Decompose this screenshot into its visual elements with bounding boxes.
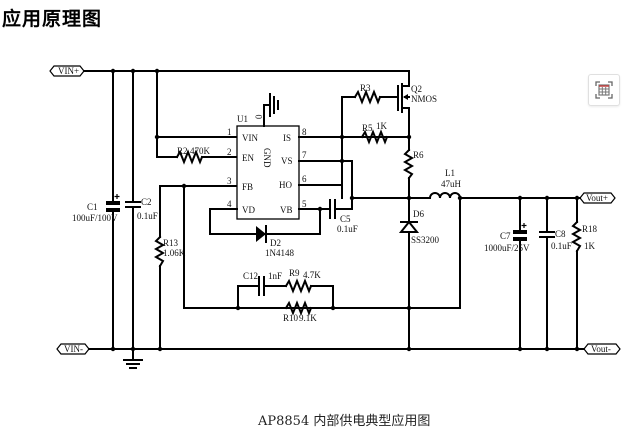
pin1-name: VIN: [242, 133, 258, 143]
r10-value: 9.1K: [299, 313, 317, 323]
r18-value: 1K: [584, 241, 596, 251]
r9-value: 4.7K: [303, 270, 321, 280]
vin-minus-port: VIN-: [56, 343, 90, 355]
vout-plus-port: Vout+: [579, 192, 616, 204]
resistor-r6: R6: [402, 148, 424, 180]
c5-ref: C5: [340, 214, 351, 224]
r5-value: 1K: [376, 121, 388, 131]
pin6-name: HO: [279, 180, 292, 190]
capacitor-c8: C8 0.1uF: [539, 197, 572, 350]
transistor-q2: Q2 NMOS: [397, 83, 437, 113]
vout-plus-label: Vout+: [586, 193, 608, 203]
capacitor-c2: C2 0.1uF: [125, 70, 158, 350]
r10-ref: R10: [283, 313, 299, 323]
ground-symbol-icon: [123, 348, 143, 369]
d2-value: 1N4148: [265, 248, 294, 258]
pin2-num: 2: [227, 147, 232, 157]
vout-minus-label: Vout-: [591, 344, 611, 354]
pin5-name: VB: [280, 205, 293, 215]
resistor-r9: R9 4.7K: [284, 268, 321, 294]
pin2-name: EN: [242, 153, 254, 163]
resistor-r10: R10 9.1K: [283, 300, 317, 323]
resistor-r18: R18 1K: [570, 197, 598, 350]
capacitor-c5: C5 0.1uF: [329, 199, 358, 234]
capacitor-c1: C1 100uF/100V: [72, 70, 120, 350]
table-view-icon: [595, 81, 613, 99]
diode-d6: D6 SS3200: [398, 197, 440, 350]
c1-value: 100uF/100V: [72, 213, 118, 223]
c2-ref: C2: [141, 197, 152, 207]
vout-minus-port: Vout-: [583, 343, 621, 355]
c7-ref: C7: [500, 231, 511, 241]
pin4-name: VD: [242, 205, 255, 215]
d6-value: SS3200: [411, 235, 440, 245]
q2-value: NMOS: [411, 94, 437, 104]
c12-ref: C12: [243, 271, 258, 281]
pin6-num: 6: [302, 174, 307, 184]
resistor-r5: R5 1K: [360, 121, 389, 145]
q2-ref: Q2: [411, 84, 422, 94]
c8-ref: C8: [555, 229, 566, 239]
d2-ref: D2: [270, 238, 281, 248]
r2-value: 470K: [190, 146, 211, 156]
c7-value: 1000uF/25V: [484, 243, 530, 253]
pin1-num: 1: [227, 127, 232, 137]
r13-ref: R13: [163, 238, 179, 248]
r18-ref: R18: [582, 224, 598, 234]
resistor-r3: R3: [353, 83, 382, 105]
l1-value: 47uH: [441, 179, 462, 189]
pin3-name: FB: [242, 182, 253, 192]
gnd-pin-num: 0: [254, 114, 264, 119]
diode-d2: D2 1N4148: [256, 225, 294, 258]
resistor-r13: R13 1.06K: [153, 185, 186, 350]
c8-value: 0.1uF: [551, 241, 572, 251]
gnd-pin-label: GND: [262, 148, 272, 168]
vin-minus-label: VIN-: [64, 344, 83, 354]
vin-plus-port: VIN+: [49, 65, 85, 77]
capacitor-c7: C7 1000uF/25V: [484, 197, 530, 350]
c2-value: 0.1uF: [137, 211, 158, 221]
pin4-num: 4: [227, 199, 232, 209]
l1-ref: L1: [445, 168, 455, 178]
pin8-name: IS: [283, 133, 291, 143]
pin7-num: 7: [302, 150, 307, 160]
resistor-r2: R2 470K: [156, 146, 241, 165]
r5-ref: R5: [362, 123, 373, 133]
figure-caption: AP8854 内部供电典型应用图: [258, 414, 431, 429]
vin-plus-label: VIN+: [58, 66, 79, 76]
pin8-num: 8: [302, 127, 307, 137]
c12-value: 1nF: [268, 271, 282, 281]
c1-ref: C1: [87, 202, 98, 212]
c5-value: 0.1uF: [337, 224, 358, 234]
inductor-l1: L1 47uH: [428, 168, 462, 200]
ic-ref: U1: [237, 114, 248, 124]
r13-value: 1.06K: [163, 248, 186, 258]
r2-ref: R2: [177, 146, 188, 156]
r3-ref: R3: [360, 83, 371, 93]
r9-ref: R9: [289, 268, 300, 278]
page-title: 应用原理图: [2, 8, 103, 30]
pin3-num: 3: [227, 176, 232, 186]
table-view-button[interactable]: [588, 74, 620, 106]
pin7-name: VS: [281, 156, 293, 166]
pin5-num: 5: [302, 199, 307, 209]
d6-ref: D6: [413, 209, 424, 219]
r6-ref: R6: [413, 150, 424, 160]
capacitor-c12: C12 1nF: [243, 271, 282, 296]
ic-u1: U1 0 GND 1 VIN 2 EN 3 FB 4 VD 8 IS 7 VS …: [227, 93, 307, 220]
